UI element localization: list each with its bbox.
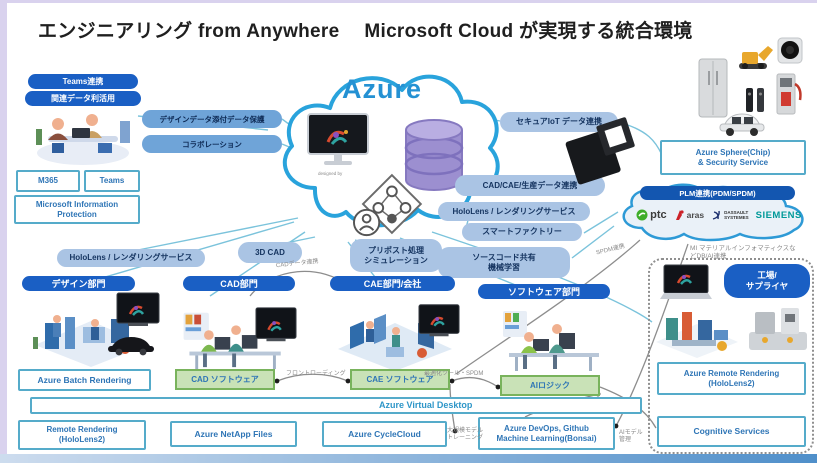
source-code-line2: 機械学習	[488, 262, 520, 272]
pill-hololens-rendering-left: HoloLens / レンダリングサービス	[57, 249, 205, 267]
box-azure-cyclecloud: Azure CycleCloud	[322, 421, 447, 447]
devops-line2: Machine Learning(Bonsai)	[496, 433, 597, 443]
team-meeting-illustration	[36, 114, 130, 165]
prepost-line1: プリポスト処理	[368, 245, 424, 255]
optimization-spdm-label: 最適化ツール・SPDM	[424, 371, 484, 377]
mi-note: MI マテリアルインフォマティクスな どDB/AI連携	[690, 245, 796, 260]
box-teams: Teams	[84, 170, 140, 192]
cognitive-label: Cognitive Services	[693, 426, 770, 437]
pill-prepost-simulation: プリポスト処理 シミュレーション	[350, 239, 442, 272]
rr-line2: (HoloLens2)	[58, 435, 106, 444]
azure-sphere-chip-icon	[565, 117, 635, 185]
box-remote-rendering: Remote Rendering (HoloLens2)	[18, 420, 146, 450]
azure-label: Azure	[342, 74, 423, 104]
avd-label: Azure Virtual Desktop	[379, 400, 473, 410]
box-mip: Microsoft Information Protection	[14, 195, 140, 224]
slide-bottom-bar	[0, 454, 817, 463]
machine-tool-icon	[749, 308, 807, 350]
design-screen-3d-icon	[116, 292, 160, 326]
box-azure-remote-rendering: Azure Remote Rendering (HoloLens2)	[657, 362, 806, 395]
dassault-mark-icon	[712, 210, 720, 220]
factory-line2: サプライヤ	[745, 281, 789, 291]
fuel-pump-icon	[776, 73, 802, 115]
pill-secure-iot: セキュアIoT データ連携	[500, 112, 618, 132]
plm-header: PLM連携(PDM/SPDM)	[640, 186, 795, 200]
arr-line1: Azure Remote Rendering	[683, 368, 780, 378]
factory-laptop-3d-icon	[660, 264, 712, 299]
box-azure-batch-rendering: Azure Batch Rendering	[18, 369, 151, 391]
cae-screen-3d-icon	[418, 304, 460, 337]
pill-3d-cad: 3D CAD	[238, 242, 302, 263]
m365-label: M365	[37, 176, 58, 185]
box-azure-sphere: Azure Sphere(Chip) & Security Service	[660, 140, 806, 175]
aras-mark-icon	[675, 210, 684, 220]
dept-design: デザイン部門	[22, 276, 135, 291]
ptc-mark-icon	[636, 209, 648, 221]
software-engineers-illustration	[503, 311, 599, 371]
mip-label: Microsoft Information Protection	[35, 199, 119, 219]
smart-speaker-icon	[777, 37, 803, 64]
slide-left-edge	[0, 0, 7, 463]
factory-line1: 工場/	[757, 269, 777, 280]
factory-line-illustration	[656, 312, 738, 358]
dassault-logo: DASSAULT SYSTEMES	[711, 209, 749, 221]
prepost-line2: シミュレーション	[364, 255, 428, 265]
design-studio-illustration	[33, 315, 147, 367]
dept-software: ソフトウェア部門	[478, 284, 610, 299]
excavator-icon	[739, 46, 773, 69]
pill-smart-factory: スマートファクトリー	[462, 223, 582, 241]
pill-related-data: 関連データ利活用	[25, 91, 141, 106]
pill-hololens-rendering-right: HoloLens / レンダリングサービス	[438, 202, 590, 221]
page-title: エンジニアリング from Anywhere Microsoft Cloud が…	[38, 21, 693, 42]
cyclecloud-label: Azure CycleCloud	[348, 428, 421, 439]
spdm-link-label: SPDM連携	[595, 243, 626, 257]
network-identity-icon	[353, 173, 423, 237]
dept-cad: CAD部門	[183, 276, 295, 291]
designed-by-caption: designed by	[318, 171, 343, 176]
factory-supplier-section	[648, 258, 814, 454]
ptc-logo: ptc	[636, 209, 667, 221]
concept-car-icon	[108, 337, 154, 356]
aras-logo: aras	[674, 209, 704, 221]
plm-logos: ptc aras DASSAULT SYSTEMES SIEMENS	[626, 202, 812, 228]
azure-sphere-line2: & Security Service	[697, 157, 769, 167]
box-azure-netapp-files: Azure NetApp Files	[170, 421, 297, 447]
box-ai-logic: AIロジック	[500, 375, 600, 396]
teams-label: Teams	[99, 176, 125, 185]
slide-top-edge	[0, 0, 817, 3]
source-code-line1: ソースコード共有	[472, 252, 536, 262]
refrigerator-icon	[698, 58, 728, 118]
batch-label: Azure Batch Rendering	[37, 374, 132, 385]
box-cad-software: CAD ソフトウェア	[175, 369, 275, 390]
pill-factory-supplier: 工場/ サプライヤ	[724, 264, 810, 298]
front-loading-label: フロントローディング	[286, 371, 346, 377]
box-azure-devops-ml: Azure DevOps, Github Machine Learning(Bo…	[478, 417, 615, 450]
azure-sphere-line1: Azure Sphere(Chip)	[695, 147, 771, 157]
box-cognitive-services: Cognitive Services	[657, 416, 806, 447]
dept-cae: CAE部門/会社	[330, 276, 455, 291]
pill-design-data-protection: デザインデータ添付データ保護	[142, 110, 282, 128]
siemens-logo: SIEMENS	[755, 209, 802, 221]
training-note: 大規模モデル トレーニング	[447, 428, 484, 442]
cad-screen-3d-icon	[255, 307, 297, 342]
monitor-3d-model-icon	[307, 113, 369, 165]
pill-teams-link: Teams連携	[28, 74, 138, 89]
devops-line1: Azure DevOps, Github	[504, 423, 589, 433]
cad-engineers-illustration	[183, 312, 281, 370]
box-m365: M365	[16, 170, 80, 192]
pill-source-code-ml: ソースコード共有 機械学習	[438, 247, 570, 278]
arr-line2: (HoloLens2)	[708, 378, 755, 388]
ai-model-note: AIモデル 管理	[619, 430, 643, 444]
box-cae-software: CAE ソフトウェア	[350, 369, 450, 390]
smart-lock-icon	[746, 88, 764, 112]
car-icon	[719, 113, 765, 136]
bar-azure-virtual-desktop: Azure Virtual Desktop	[30, 397, 642, 414]
netapp-label: Azure NetApp Files	[194, 428, 273, 439]
pill-collaboration: コラボレーション	[142, 135, 282, 153]
database-icon	[404, 119, 464, 191]
rr-line1: Remote Rendering	[46, 425, 118, 434]
pill-cad-cae-data: CAD/CAE/生産データ連携	[455, 175, 605, 196]
